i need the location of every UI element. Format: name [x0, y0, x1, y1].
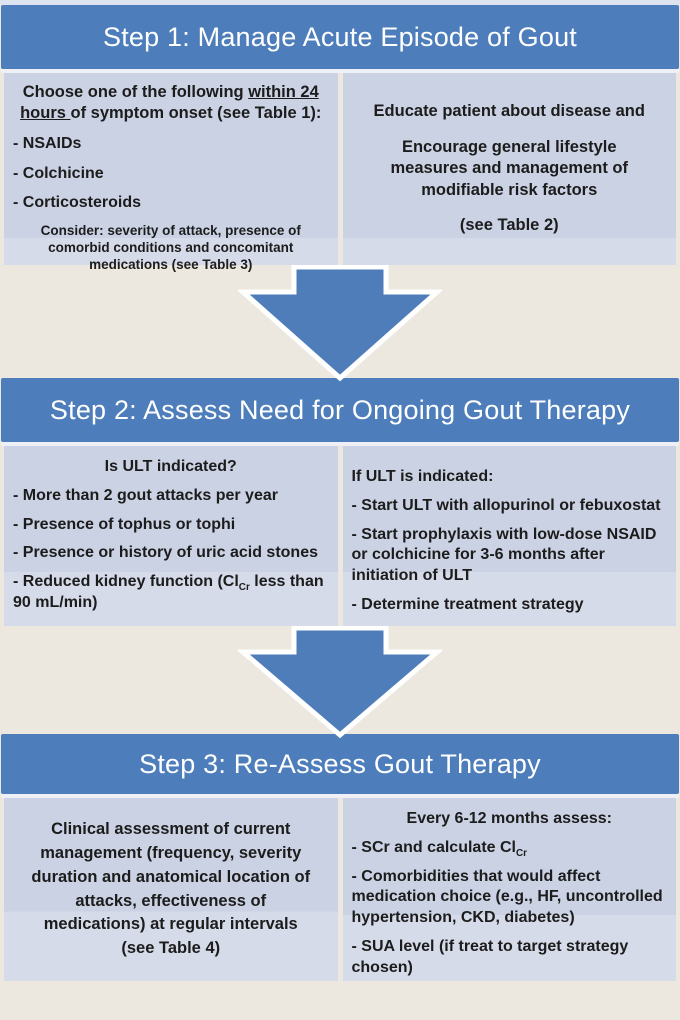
bullet-sua-level: - SUA level (if treat to target strategy…	[351, 937, 629, 976]
arrow-2-zone	[0, 626, 680, 741]
step3-right-panel: Every 6-12 months assess: - SCr and calc…	[342, 798, 676, 981]
step1-header: Step 1: Manage Acute Episode of Gout	[1, 5, 679, 69]
step3-clinical-assessment: Clinical assessment of current managemen…	[31, 819, 311, 958]
divider	[1, 69, 679, 73]
step2-left-heading: Is ULT indicated?	[104, 458, 237, 475]
bullet-kidney-function: - Reduced kidney function (ClCr less tha…	[13, 572, 329, 614]
bullet-gout-attacks: - More than 2 gout attacks per year	[13, 486, 278, 504]
bullet-colchicine: - Colchicine	[13, 164, 104, 182]
step2-header: Step 2: Assess Need for Ongoing Gout The…	[1, 378, 679, 442]
divider	[1, 794, 679, 798]
step1-table2-ref: (see Table 2)	[459, 216, 559, 235]
step1-consider-note: Consider: severity of attack, presence o…	[40, 223, 301, 273]
kidney-text: - Reduced kidney function (Cl	[13, 573, 239, 591]
clcr-subscript: Cr	[516, 847, 528, 859]
step1-title: Step 1: Manage Acute Episode of Gout	[102, 21, 578, 52]
step2-left-panel: Is ULT indicated? - More than 2 gout att…	[4, 446, 338, 626]
down-arrow-icon	[238, 265, 442, 382]
step1-left-panel: Choose one of the following within 24 ho…	[4, 73, 338, 272]
step1-panels: Choose one of the following within 24 ho…	[0, 73, 680, 272]
step3-panels: Clinical assessment of current managemen…	[0, 798, 680, 981]
down-arrow-icon	[238, 626, 442, 739]
arrow-1-zone	[0, 265, 680, 385]
step1-intro-pre: Choose one of the following	[22, 83, 249, 101]
bullet-comorbidities: - Comorbidities that would affect medica…	[351, 867, 663, 927]
step1-educate-line: Educate patient about disease and	[373, 102, 645, 121]
step3-header: Step 3: Re-Assess Gout Therapy	[1, 734, 679, 794]
bullet-scr-clcr: - SCr and calculate ClCr	[352, 838, 668, 859]
clcr-subscript: Cr	[238, 582, 250, 594]
kidney-text-end: less than 90 mL/min)	[13, 573, 324, 611]
step3-left-panel: Clinical assessment of current managemen…	[4, 798, 338, 981]
bullet-uric-acid-stones: - Presence or history of uric acid stone…	[13, 544, 318, 562]
divider	[1, 442, 679, 446]
step1-intro-post: of symptom onset (see Table 1):	[70, 104, 322, 123]
step2-right-panel: If ULT is indicated: - Start ULT with al…	[342, 446, 676, 626]
step1-lifestyle-line: Encourage general lifestyle measures and…	[390, 137, 629, 199]
bullet-start-ult: - Start ULT with allopurinol or febuxost…	[351, 496, 661, 514]
bullet-tophus: - Presence of tophus or tophi	[13, 515, 236, 533]
step3-right-heading: Every 6-12 months assess:	[406, 810, 612, 827]
step1-intro-emphasis: within 24 hours	[20, 83, 319, 123]
step2-title: Step 2: Assess Need for Ongoing Gout The…	[49, 394, 631, 425]
step1-right-panel: Educate patient about disease and Encour…	[342, 73, 676, 265]
step3-title: Step 3: Re-Assess Gout Therapy	[139, 748, 541, 779]
bullet-prophylaxis: - Start prophylaxis with low-dose NSAID …	[351, 525, 657, 585]
bullet-nsaids: - NSAIDs	[13, 134, 82, 152]
step2-right-heading: If ULT is indicated:	[351, 468, 494, 485]
step2-panels: Is ULT indicated? - More than 2 gout att…	[0, 446, 680, 626]
bullet-treatment-strategy: - Determine treatment strategy	[351, 595, 584, 613]
top-edge-strip	[0, 0, 680, 5]
step1-intro: Choose one of the following within 24 ho…	[17, 82, 325, 125]
scr-text: - SCr and calculate Cl	[351, 838, 517, 856]
bullet-corticosteroids: - Corticosteroids	[13, 194, 142, 212]
